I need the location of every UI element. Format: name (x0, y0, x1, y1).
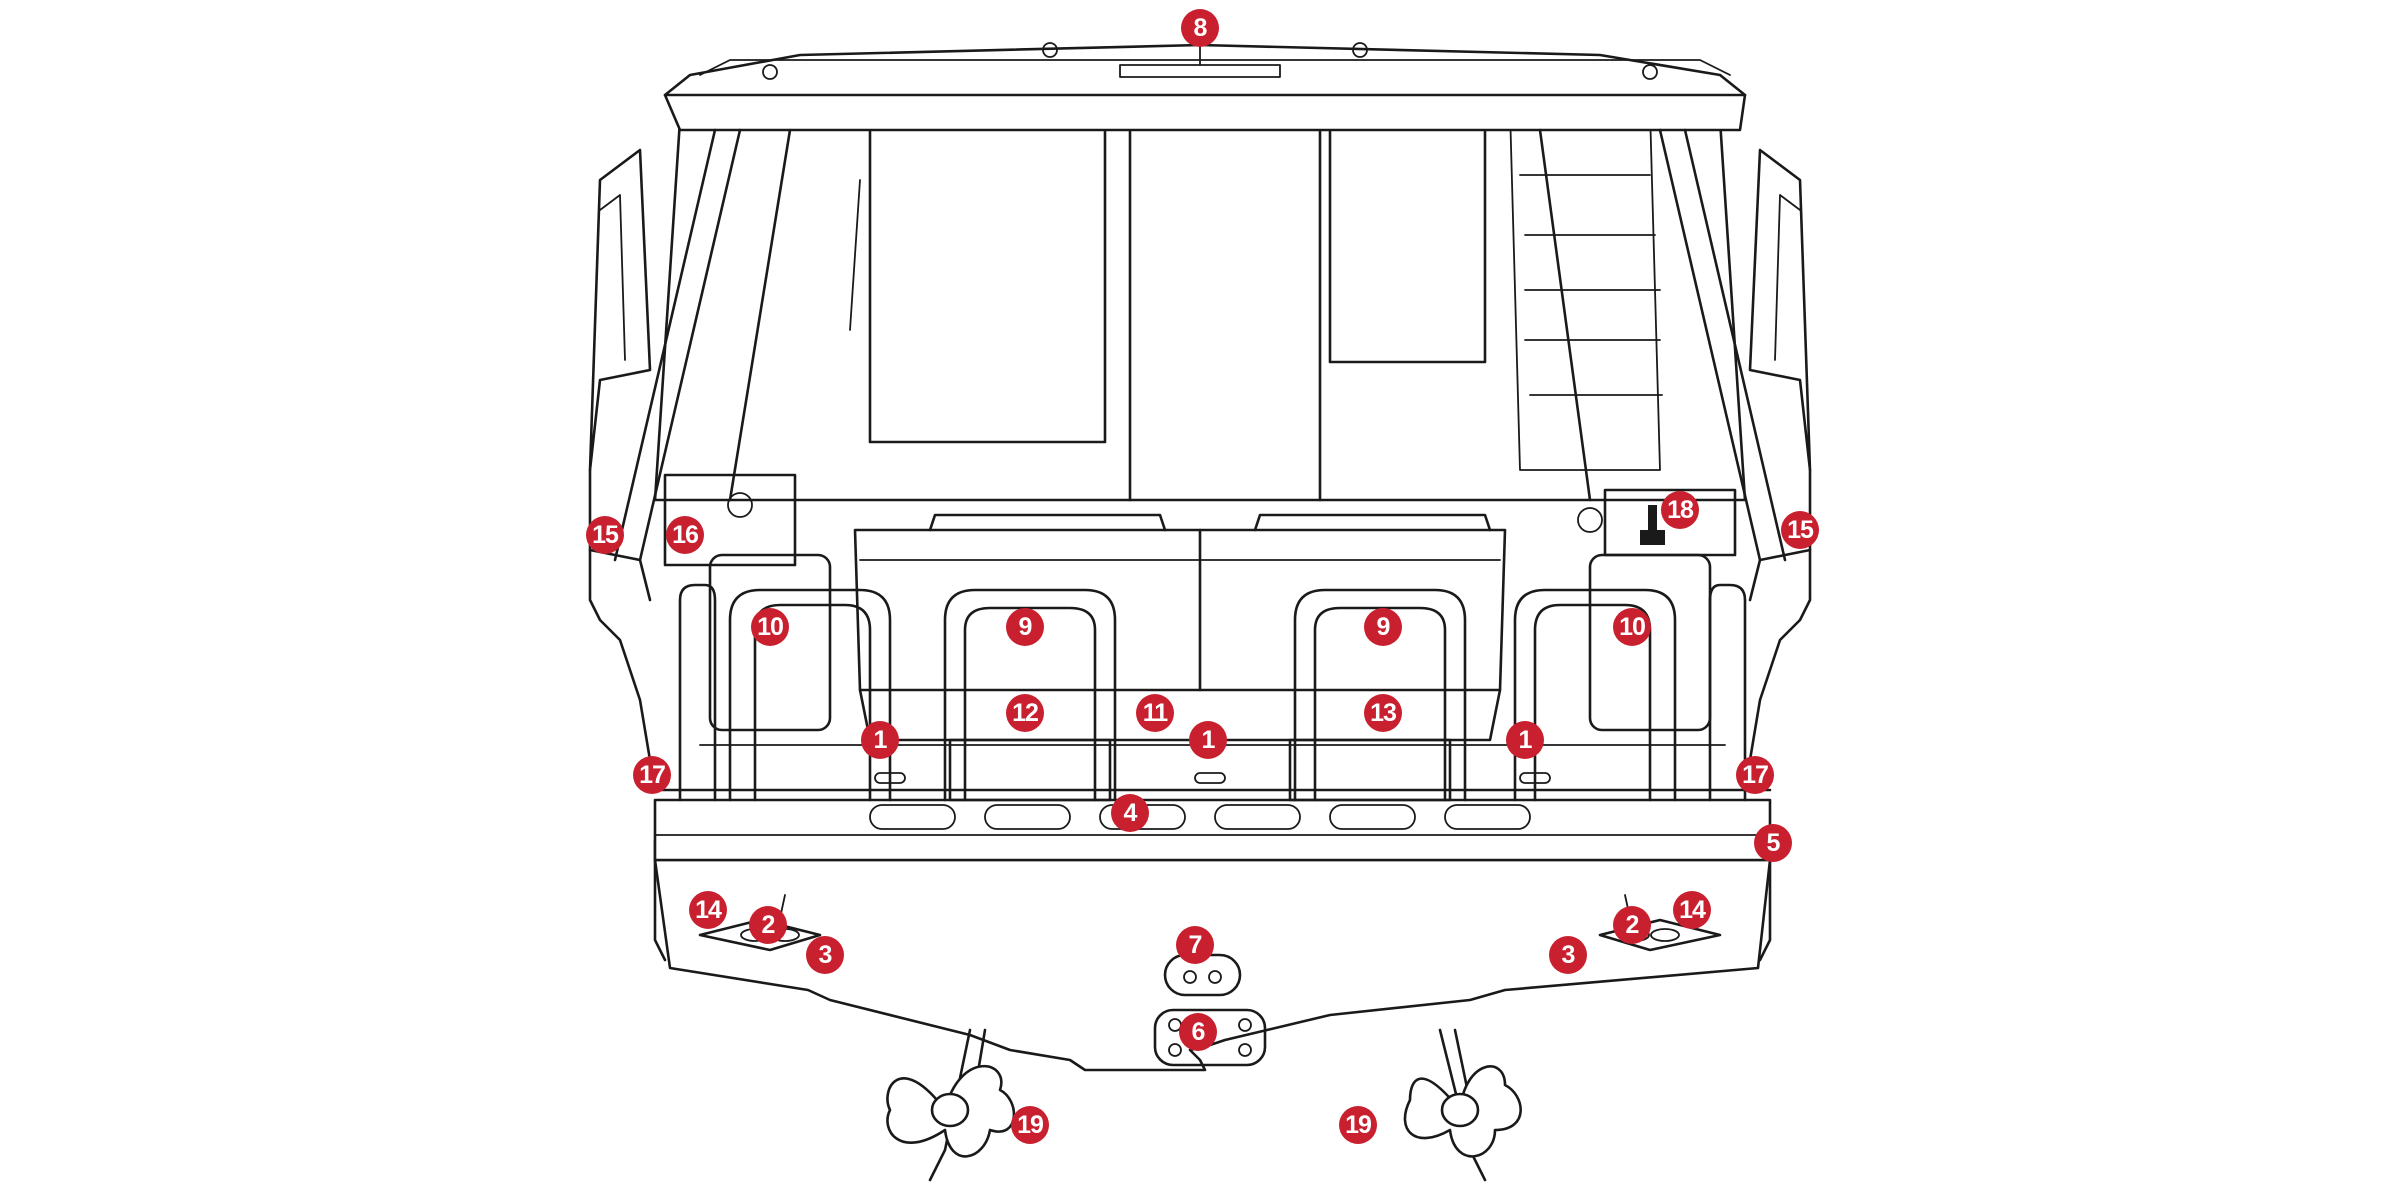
callout-2-right: 2 (1613, 906, 1651, 944)
stern-cleats (874, 772, 1551, 784)
callout-17-right: 17 (1736, 756, 1774, 794)
side-window-left (599, 194, 626, 361)
platform-lights (869, 804, 1531, 830)
callout-5: 5 (1754, 824, 1792, 862)
callout-2-left: 2 (749, 906, 787, 944)
callout-9-left: 9 (1006, 608, 1044, 646)
propeller-right (1403, 1028, 1522, 1182)
callout-1-right: 1 (1506, 721, 1544, 759)
callout-10-right: 10 (1613, 608, 1651, 646)
side-panel-left (588, 148, 652, 472)
joystick-icon (1640, 505, 1665, 545)
thruster-hole (1208, 970, 1222, 984)
grab-pole-knobs (727, 492, 1603, 533)
callout-8: 8 (1181, 9, 1219, 47)
callout-3-right: 3 (1549, 936, 1587, 974)
callout-12: 12 (1006, 694, 1044, 732)
roof-rail (699, 59, 1731, 76)
callout-15-left: 15 (586, 516, 624, 554)
callout-19-left: 19 (1011, 1106, 1049, 1144)
window-frame-left (849, 179, 861, 331)
callout-6: 6 (1179, 1013, 1217, 1051)
side-panel-right (1748, 148, 1812, 472)
hull-body-right (1743, 468, 1812, 792)
side-window-right (1774, 194, 1801, 361)
hardtop-roof (663, 93, 1747, 132)
callout-1-center: 1 (1189, 721, 1227, 759)
callout-15-right: 15 (1781, 511, 1819, 549)
storage-box-left (663, 473, 797, 567)
callout-13: 13 (1364, 694, 1402, 732)
cabin-window-left (868, 110, 1107, 444)
roof-supports (613, 128, 1787, 562)
roof-edge (663, 43, 1747, 97)
callout-1-left: 1 (861, 721, 899, 759)
callout-18: 18 (1661, 491, 1699, 529)
trim-tab-left (698, 918, 822, 952)
roof-antenna-base (1119, 64, 1281, 78)
callout-3-left: 3 (806, 936, 844, 974)
callout-14-right: 14 (1673, 891, 1711, 929)
cabin-window-right (1328, 110, 1487, 364)
control-box (1603, 488, 1737, 557)
hull-body-left (588, 468, 657, 792)
callout-14-left: 14 (689, 891, 727, 929)
callout-7: 7 (1176, 926, 1214, 964)
transom (653, 858, 1772, 1072)
hull-side-left (653, 838, 667, 962)
callout-17-left: 17 (633, 756, 671, 794)
callout-19-right: 19 (1339, 1106, 1377, 1144)
callout-4: 4 (1111, 794, 1149, 832)
aft-seats (853, 513, 1507, 802)
swim-platform (653, 798, 1772, 862)
hull-side-right (1758, 838, 1772, 962)
callout-9-right: 9 (1364, 608, 1402, 646)
side-door-left (708, 553, 832, 732)
callout-11: 11 (1136, 694, 1174, 732)
flybridge-stairs (1509, 109, 1663, 471)
exhaust-plate (1153, 1008, 1267, 1067)
propeller-left (886, 1028, 1016, 1182)
thruster-hole (1183, 970, 1197, 984)
roof-lights (762, 42, 1658, 80)
callout-16: 16 (666, 516, 704, 554)
callout-10-left: 10 (751, 608, 789, 646)
